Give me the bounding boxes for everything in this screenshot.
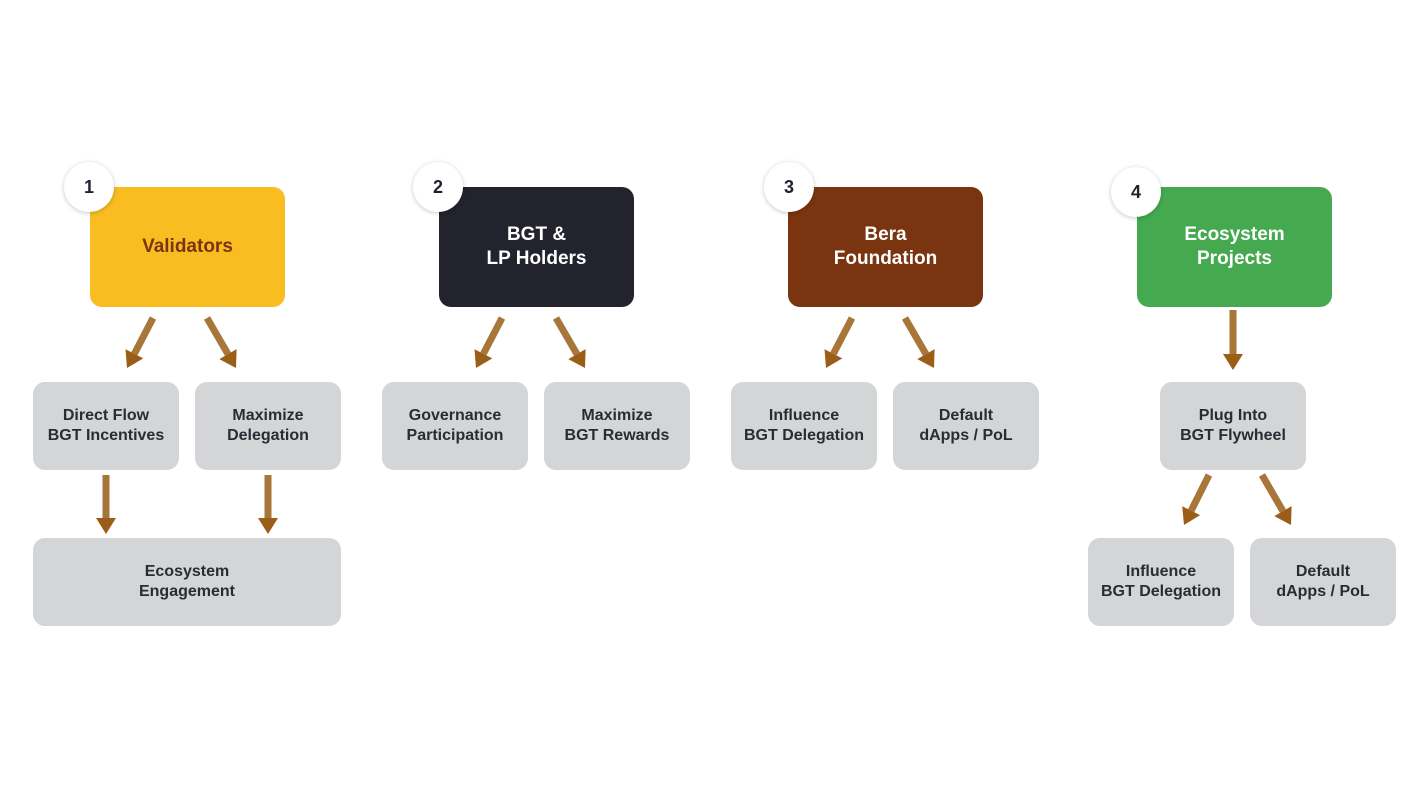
step-number-1: 1 <box>64 162 114 212</box>
ecosystem-projects-node: Ecosystem Projects <box>1137 187 1332 307</box>
maximize-delegation-node: Maximize Delegation <box>195 382 341 470</box>
default-dapps-pol-node: Default dApps / PoL <box>893 382 1039 470</box>
arrow-8 <box>96 475 116 534</box>
arrow-7 <box>1223 310 1243 370</box>
arrow-9 <box>258 475 278 534</box>
arrow-3 <box>474 316 506 368</box>
arrow-1 <box>125 316 157 368</box>
bera-foundation-node: Bera Foundation <box>788 187 983 307</box>
plug-into-bgt-flywheel-node: Plug Into BGT Flywheel <box>1160 382 1306 470</box>
arrow-5 <box>824 316 856 368</box>
governance-participation-node: Governance Participation <box>382 382 528 470</box>
arrow-10 <box>1182 473 1213 525</box>
ecosystem-default-dapps-pol-node: Default dApps / PoL <box>1250 538 1396 626</box>
ecosystem-influence-bgt-delegation-node: Influence BGT Delegation <box>1088 538 1234 626</box>
bgt-lp-holders-node: BGT & LP Holders <box>439 187 634 307</box>
step-number-4: 4 <box>1111 167 1161 217</box>
arrow-2 <box>203 316 237 368</box>
validators-node: Validators <box>90 187 285 307</box>
influence-bgt-delegation-node: Influence BGT Delegation <box>731 382 877 470</box>
direct-flow-bgt-incentives-node: Direct Flow BGT Incentives <box>33 382 179 470</box>
arrow-11 <box>1258 473 1292 525</box>
arrow-6 <box>901 316 935 368</box>
ecosystem-engagement-node: Ecosystem Engagement <box>33 538 341 626</box>
arrow-4 <box>552 316 586 368</box>
step-number-2: 2 <box>413 162 463 212</box>
step-number-3: 3 <box>764 162 814 212</box>
maximize-bgt-rewards-node: Maximize BGT Rewards <box>544 382 690 470</box>
